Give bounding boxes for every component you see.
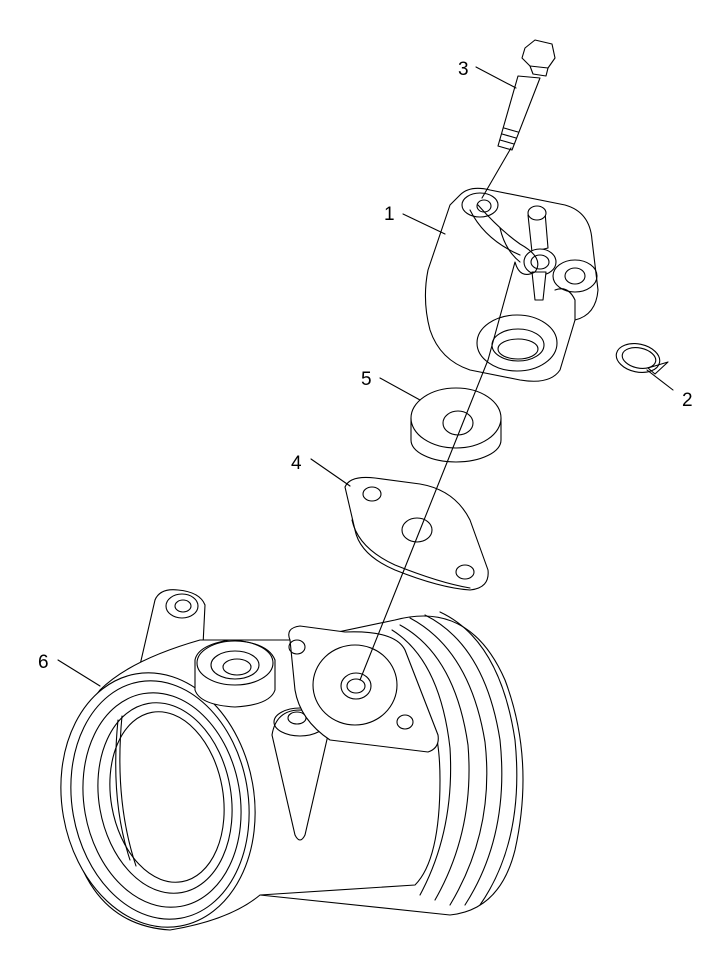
callout-4: 4 <box>291 453 302 474</box>
part-6-housing <box>60 589 524 931</box>
part-2-clip <box>615 343 669 375</box>
callout-6: 6 <box>38 652 49 673</box>
leader-lines <box>57 66 674 687</box>
part-5-spacer <box>410 387 502 463</box>
assembly-axis-line <box>359 147 539 681</box>
callout-3: 3 <box>458 59 469 80</box>
callout-5: 5 <box>361 369 372 390</box>
part-4-gasket <box>344 476 489 591</box>
callout-1: 1 <box>384 204 395 225</box>
callout-2: 2 <box>682 390 693 411</box>
part-1-head <box>424 187 599 382</box>
part-3-bolt <box>497 39 556 151</box>
